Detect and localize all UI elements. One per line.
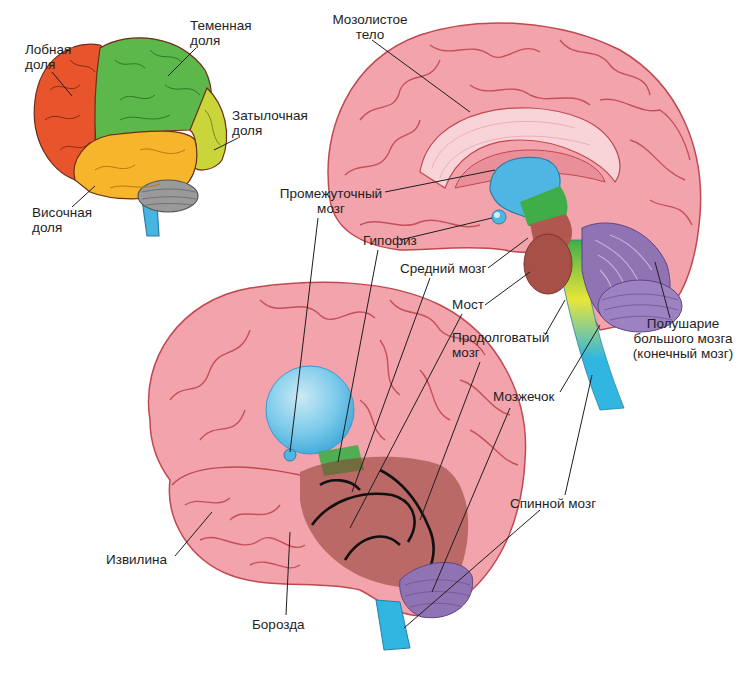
leader-line [420,362,480,520]
cerebellum-small [138,180,198,212]
leader-line [214,138,238,150]
leader-line [565,375,592,495]
part-label: Лобная доля [25,42,85,72]
diencephalon-ball [266,366,354,454]
leader-line [385,170,495,192]
part-label: Полушарие большого мозга (конечный мозг) [622,316,744,361]
part-label: Мозжечок [493,389,583,404]
leader-line [350,314,462,528]
leader-line [432,408,510,592]
gyri-small [95,149,185,188]
leader-line [72,186,95,207]
leader-line [168,48,196,76]
part-label: Теменная доля [190,18,262,48]
gyri-small [45,60,95,150]
part-label: Височная доля [32,205,104,235]
gyri-small [205,110,220,145]
gyri-small [115,50,200,120]
part-label: Гипофиз [363,233,443,248]
part-label: Борозда [252,617,332,632]
gyri [345,40,692,227]
leader-line [52,72,72,96]
leader-line [560,325,600,392]
pons [524,234,572,294]
leader-line [372,40,470,112]
part-label: Спинной мозг [510,496,630,511]
leader-line [290,218,318,452]
leader-line [286,532,290,615]
part-label: Затылочная доля [232,108,322,138]
pituitary [492,210,506,224]
part-label: Продолговатый мозг [452,330,560,360]
part-label: Мост [452,297,512,312]
part-label: Мозолистое тело [325,12,415,42]
spinal-cord-lateral [376,600,410,650]
temporal-lobe-outline [172,467,300,485]
cerebellum-stripes [142,189,196,205]
leader-line [404,510,540,628]
leader-line [485,272,530,305]
cerebellum-lateral [400,562,473,617]
leader-line [175,512,212,556]
leader-lines [52,40,670,628]
cerebellum-stripes [405,580,470,607]
part-label: Извилина [106,552,196,567]
leader-line [655,262,670,318]
leader-line [352,278,430,492]
part-label: Промежуточный мозг [272,186,390,216]
sulcus-dark [312,470,434,585]
pituitary-highlight [494,212,500,218]
leader-line [338,250,378,462]
leader-line [488,238,528,268]
leader-line [545,300,565,335]
part-label: Средний мозг [400,261,520,276]
